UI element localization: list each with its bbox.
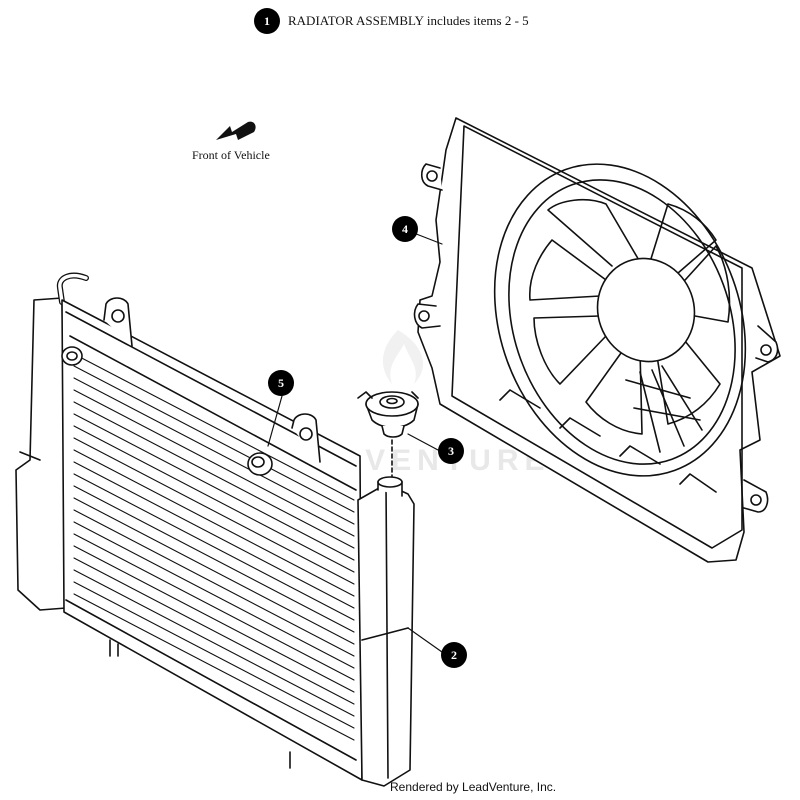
front-arrow-icon <box>216 121 256 140</box>
render-credit: Rendered by LeadVenture, Inc. <box>390 780 557 794</box>
assembly-title-text: RADIATOR ASSEMBLY includes items 2 - 5 <box>288 13 529 28</box>
callout-5[interactable]: 5 <box>268 370 294 396</box>
front-of-vehicle-label: Front of Vehicle <box>192 148 270 162</box>
callout-2[interactable]: 2 <box>441 642 467 668</box>
fan-shroud[interactable] <box>413 117 788 563</box>
callout-1[interactable]: 1 <box>254 8 280 34</box>
radiator-cap[interactable] <box>357 391 419 477</box>
grommet[interactable] <box>247 452 273 476</box>
callout-4[interactable]: 4 <box>392 216 418 242</box>
radiator[interactable] <box>15 272 415 787</box>
assembly-title: 1 RADIATOR ASSEMBLY includes items 2 - 5 <box>254 8 529 34</box>
callout-3[interactable]: 3 <box>438 438 464 464</box>
